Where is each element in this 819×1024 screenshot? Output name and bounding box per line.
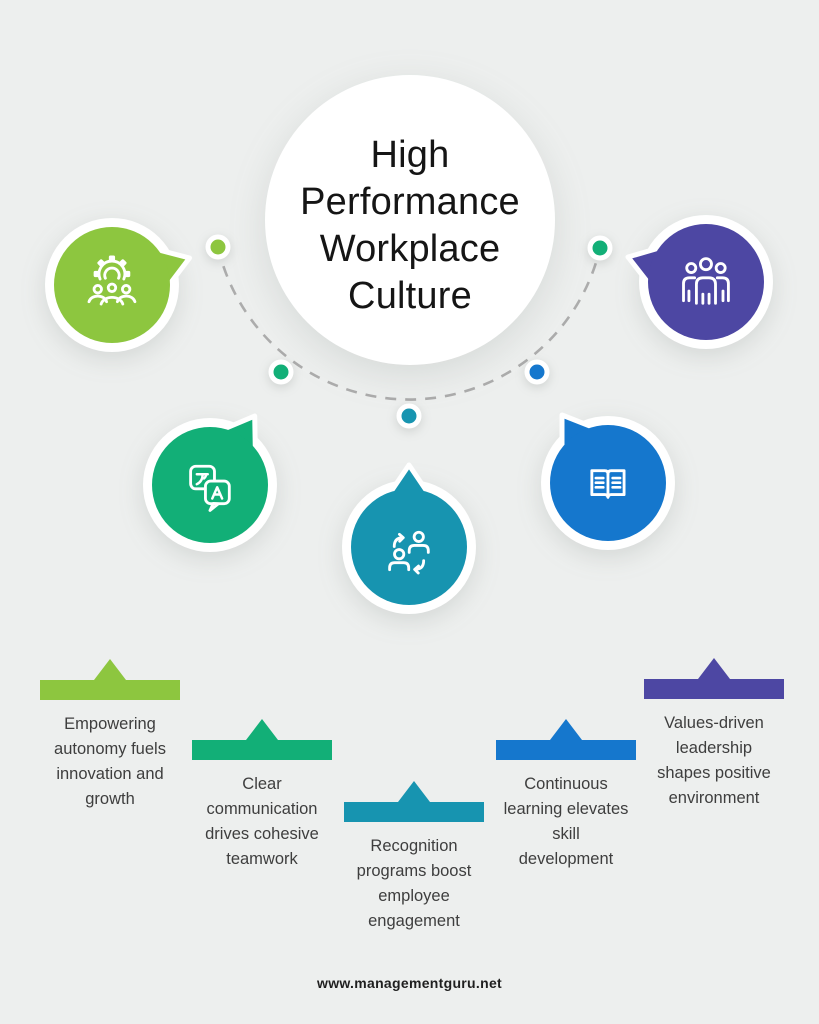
connector-dot xyxy=(268,359,294,385)
connector-dot xyxy=(205,234,231,260)
banner-autonomy xyxy=(40,659,180,700)
connector-dot xyxy=(587,235,613,261)
center-circle xyxy=(265,75,555,365)
bubble-learning xyxy=(541,412,675,550)
bubble-recognition xyxy=(342,462,476,614)
page-title: High Performance Workplace Culture xyxy=(300,134,520,317)
connector-arc xyxy=(216,246,602,401)
banner-shape xyxy=(496,719,636,760)
banner-leadership xyxy=(644,658,784,699)
connector-dots xyxy=(205,234,613,429)
caption-recognition: Recognition programs boost employee enga… xyxy=(356,837,472,930)
bubble-autonomy xyxy=(45,218,192,352)
banner-shape xyxy=(644,658,784,699)
banner-shape xyxy=(40,659,180,700)
caption-communication: Clear communication drives cohesive team… xyxy=(205,775,319,868)
gear-team-icon xyxy=(87,255,137,306)
open-book-icon xyxy=(590,469,626,499)
banner-communication xyxy=(192,719,332,760)
banner-shape xyxy=(192,719,332,760)
people-exchange-icon xyxy=(388,530,430,575)
footer-url: www.managementguru.net xyxy=(317,975,502,991)
caption-autonomy: Empowering autonomy fuels innovation and… xyxy=(54,715,166,808)
connector-dot xyxy=(524,359,550,385)
bubble-communication xyxy=(143,413,277,552)
translation-chat-icon xyxy=(189,464,231,512)
bubble-leadership xyxy=(625,215,773,349)
team-group-icon xyxy=(682,257,730,305)
bubble-circle xyxy=(648,224,764,340)
banner-shape xyxy=(344,781,484,822)
banner-recognition xyxy=(344,781,484,822)
caption-leadership: Values-driven leadership shapes positive… xyxy=(657,714,771,807)
connector-dot xyxy=(396,403,422,429)
banner-learning xyxy=(496,719,636,760)
caption-learning: Continuous learning elevates skill devel… xyxy=(503,775,629,868)
